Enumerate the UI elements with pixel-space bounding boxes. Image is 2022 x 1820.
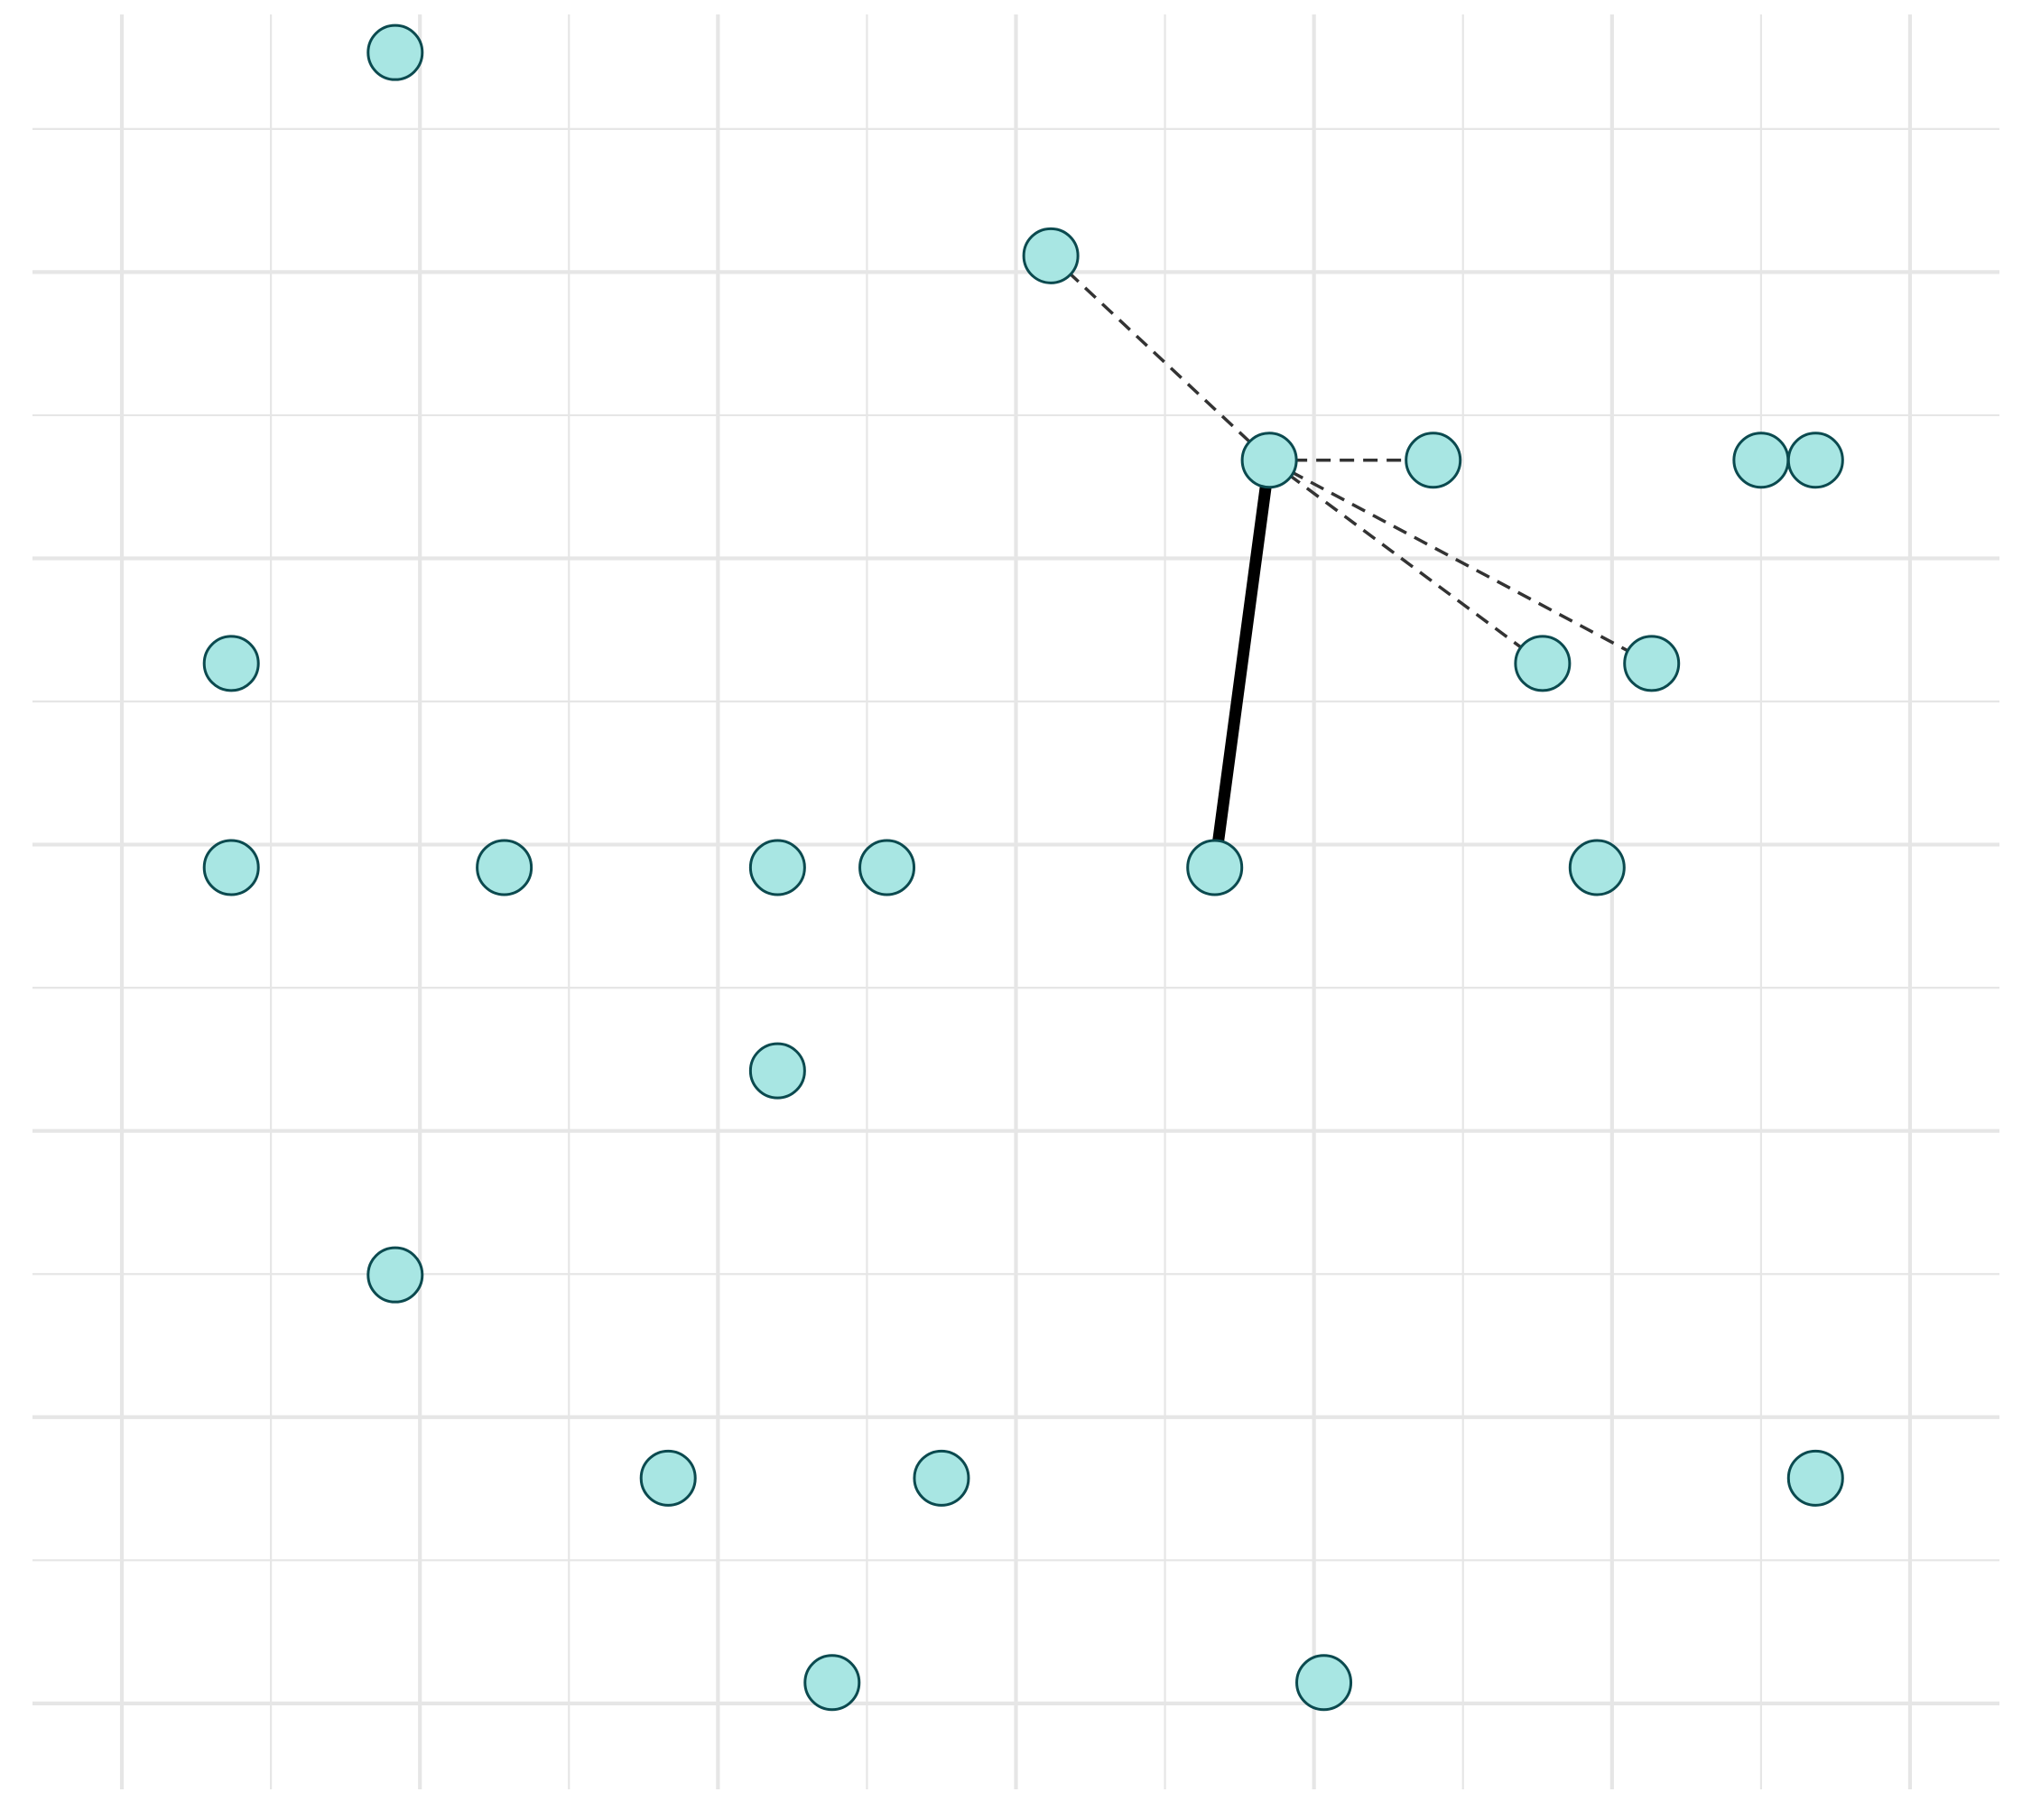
dashed-edge [1049,255,1271,461]
scatter-point [1568,839,1626,896]
scatter-point [1786,432,1844,489]
scatter-point [476,839,533,896]
scatter-point [366,23,424,81]
scatter-point [1186,839,1244,896]
scatter-point [1295,1654,1353,1712]
scatter-point [366,1246,424,1304]
scatter-point [748,839,806,896]
scatter-point [1514,635,1572,692]
scatter-point [1240,432,1298,489]
scatter-point [1732,432,1790,489]
dashed-edge [1268,459,1544,665]
scatter-point [202,635,260,692]
solid-edge [1209,454,1275,874]
scatter-point [1623,635,1681,692]
scatter-point [1405,432,1462,489]
points [202,23,1844,1712]
scatter-point [748,1042,806,1100]
scatter-point [1022,227,1080,284]
scatter-point [1786,1449,1844,1507]
scatter-point [858,839,916,896]
grid [32,14,1999,1789]
scatter-point [639,1449,697,1507]
scatter-point [913,1449,970,1507]
dashed-edge [1268,459,1653,665]
scatter-point [202,839,260,896]
scatter-point [803,1654,861,1712]
